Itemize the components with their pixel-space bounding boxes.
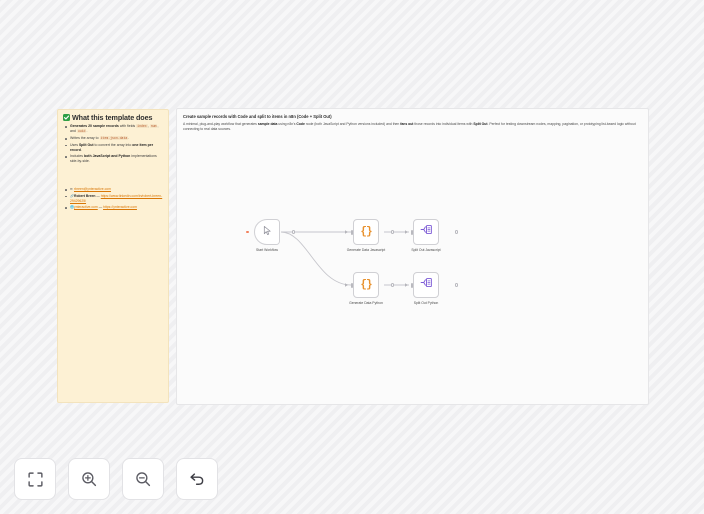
sticky-note[interactable]: What this template does Generates 20 sam…: [57, 109, 169, 403]
fit-to-view-icon: [27, 471, 44, 488]
sticky-note-contact-list: ✉rbreen@ynteractive.com 🔗Robert Breen — …: [63, 187, 163, 210]
hyperlink[interactable]: https://ynteractive.com: [103, 205, 137, 210]
plain-text: implementations side-by-side.: [70, 154, 157, 164]
emphasis-text: Generates 20 sample records: [70, 124, 119, 129]
inline-code: uuid: [76, 129, 87, 134]
contact-text: Robert Breen — https://www.linkedin.com/…: [70, 194, 162, 203]
inline-code: num: [149, 124, 158, 129]
plain-text: .: [128, 135, 130, 140]
contact-email[interactable]: ✉rbreen@ynteractive.com: [65, 187, 163, 192]
plain-text: Writes the array to: [70, 135, 100, 140]
node-generate-data-python[interactable]: {} Generate Data Python: [349, 272, 395, 306]
emphasis-text: Split Out: [78, 142, 94, 147]
zoom-out-icon: [134, 470, 152, 488]
node-output-port[interactable]: [391, 230, 395, 234]
node-start-workflow-box[interactable]: [246, 219, 296, 245]
split-out-icon: [420, 276, 433, 294]
plain-text: .: [80, 147, 82, 152]
hyperlink[interactable]: rbreen@ynteractive.com: [74, 187, 111, 192]
zoom-in-button[interactable]: [68, 458, 110, 500]
link-icon: 🔗: [70, 193, 74, 198]
panel-header: Create sample records with Code and spli…: [177, 109, 648, 132]
contact-website[interactable]: 🌐ynteractive.com — https://ynteractive.c…: [65, 205, 163, 210]
node-generate-data-javascript[interactable]: {} Generate Data Javascript: [347, 219, 395, 253]
cursor-pointer-icon: [262, 223, 273, 241]
plain-text: Uses: [70, 142, 79, 147]
node-input-port[interactable]: [411, 229, 414, 235]
envelope-icon: ✉: [70, 187, 73, 192]
sticky-note-header: What this template does: [63, 114, 163, 121]
sticky-note-bullet-list: Generates 20 sample records with fields …: [63, 124, 163, 164]
emphasis-text: both JavaScript and Python: [84, 154, 131, 159]
node-label: Split Out Javascript: [411, 248, 441, 252]
sticky-note-divider-space: [63, 166, 163, 187]
node-input-port[interactable]: [351, 229, 354, 235]
plain-text: , and: [70, 124, 159, 134]
person-name: Robert Breen: [74, 193, 96, 198]
panel-description: A minimal, plug-and-play workflow that g…: [183, 122, 638, 132]
node-output-port[interactable]: [455, 230, 459, 234]
plain-text: Includes: [70, 154, 85, 159]
node-input-port[interactable]: [411, 282, 414, 288]
node-split-out-python[interactable]: Split Out Python: [411, 272, 459, 306]
node-split-out-python-box[interactable]: [411, 272, 459, 298]
sticky-note-title: What this template does: [72, 113, 153, 122]
workflow-preview-panel[interactable]: Create sample records with Code and spli…: [176, 108, 649, 405]
emphasis-text: Split Out: [473, 122, 488, 127]
plain-text: —: [97, 205, 104, 210]
emphasis-text: sample data: [257, 122, 278, 127]
plain-text: ,: [147, 124, 150, 129]
plain-text: —: [95, 193, 101, 198]
contact-linkedin[interactable]: 🔗Robert Breen — https://www.linkedin.com…: [65, 193, 163, 204]
node-output-port[interactable]: [455, 283, 459, 287]
node-label: Split Out Python: [413, 301, 439, 305]
contact-text: ynteractive.com — https://ynteractive.co…: [74, 205, 137, 209]
node-output-port[interactable]: [292, 230, 296, 234]
plain-text: . Perfect for testing downstream nodes, …: [183, 122, 636, 132]
bullet-both-languages: Includes both JavaScript and Python impl…: [65, 154, 163, 164]
inline-code: item.json.data: [99, 135, 129, 140]
fit-view-button[interactable]: [14, 458, 56, 500]
node-label: Generate Data Python: [349, 301, 383, 305]
plain-text: those records into individual items with: [413, 122, 474, 127]
node-split-out-javascript-box[interactable]: [411, 219, 459, 245]
code-braces-icon: {}: [360, 225, 372, 238]
node-generate-data-python-box[interactable]: {}: [351, 272, 395, 298]
emphasis-text: fans out: [400, 122, 414, 127]
code-braces-icon: {}: [360, 278, 372, 291]
white-check-mark-icon: [63, 114, 70, 122]
zoom-out-button[interactable]: [122, 458, 164, 500]
emphasis-text: Code: [296, 122, 305, 127]
bullet-split-out: Uses Split Out to convert the array into…: [65, 142, 163, 153]
plain-text: with fields: [118, 124, 137, 129]
hyperlink[interactable]: https://www.linkedin.com/in/robert-breen…: [70, 193, 163, 203]
emphasis-text: one item per record: [70, 142, 154, 152]
node-label: Generate Data Javascript: [346, 248, 386, 252]
zoom-in-icon: [80, 470, 98, 488]
plain-text: A minimal, plug-and-play workflow that g…: [183, 122, 258, 127]
connection-edges: [280, 230, 409, 287]
node-label: Start Workflow: [256, 248, 278, 252]
inline-code: index: [136, 124, 148, 129]
bullet-writes-array: Writes the array to item.json.data.: [65, 135, 163, 141]
node-start-workflow[interactable]: Start Workflow: [246, 219, 296, 253]
undo-arrow-icon: [188, 470, 206, 488]
zoom-toolbar: [14, 458, 218, 500]
plain-text: .: [86, 129, 88, 134]
node-input-port[interactable]: [351, 282, 354, 288]
trigger-indicator-dot: [246, 230, 249, 234]
node-split-out-javascript[interactable]: Split Out Javascript: [411, 219, 459, 253]
plain-text: using n8n's: [277, 122, 297, 127]
node-generate-data-javascript-box[interactable]: {}: [351, 219, 395, 245]
bullet-generates: Generates 20 sample records with fields …: [65, 124, 163, 134]
plain-text: node (both JavaScript and Python version…: [304, 122, 401, 127]
page-title: Create sample records with Code and spli…: [183, 114, 332, 119]
plain-text: to convert the array into: [93, 142, 133, 147]
split-out-icon: [420, 223, 433, 241]
reset-zoom-button[interactable]: [176, 458, 218, 500]
contact-text: rbreen@ynteractive.com: [74, 187, 111, 191]
globe-icon: 🌐: [70, 205, 74, 210]
node-output-port[interactable]: [391, 283, 395, 287]
hyperlink[interactable]: ynteractive.com: [74, 205, 98, 210]
